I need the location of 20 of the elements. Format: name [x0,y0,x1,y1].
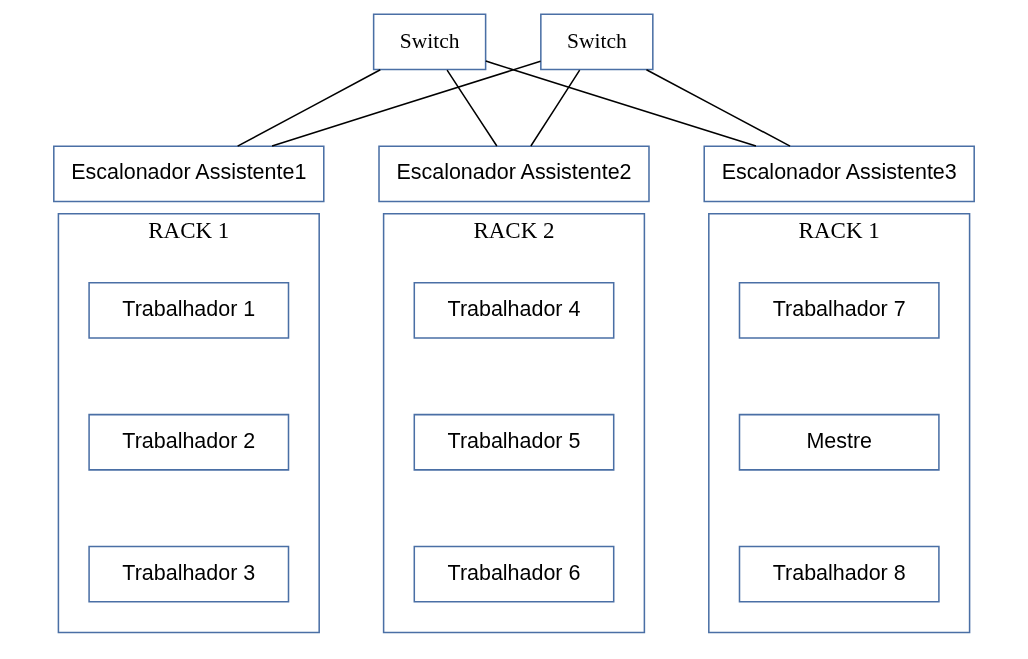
node-box: Escalonador Assistente2 [378,145,650,203]
connector [446,69,498,147]
node-box: Switch [372,13,487,71]
connector [271,60,542,147]
connector [485,60,757,147]
connector [236,69,382,147]
connector [645,69,791,147]
node-box: Trabalhador 3 [88,545,290,603]
node-box: Trabalhador 8 [738,545,940,603]
node-box: Escalonador Assistente3 [703,145,975,203]
node-box: Escalonador Assistente1 [53,145,325,203]
node-box: Trabalhador 1 [88,281,290,339]
node-box: Trabalhador 4 [413,281,615,339]
node-box: Trabalhador 2 [88,413,290,471]
node-box: Trabalhador 7 [738,281,940,339]
node-box: Switch [540,13,654,71]
node-box: Trabalhador 5 [413,413,615,471]
node-box: Mestre [738,413,940,471]
connector [530,69,581,147]
node-box: Trabalhador 6 [413,545,615,603]
